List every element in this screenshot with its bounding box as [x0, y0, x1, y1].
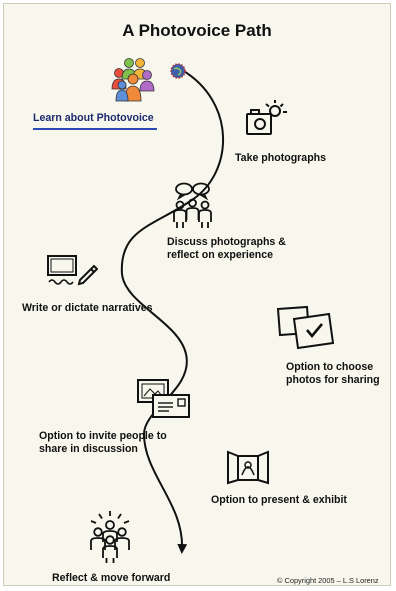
winding-path: [120, 69, 224, 554]
copyright-notice: © Copyright 2005 – L.S Lorenz: [277, 576, 379, 585]
globe-icon: [170, 63, 186, 79]
step-label-line: share in discussion: [39, 443, 138, 455]
exhibit-panels-icon: [227, 450, 269, 485]
reflecting-group-icon: [90, 511, 130, 563]
photo-selection-icon: [276, 305, 335, 349]
step-label-learn: Learn about Photovoice: [33, 112, 154, 125]
writing-tablet-icon: [47, 255, 98, 286]
step-label-line: Discuss photographs &: [167, 236, 286, 248]
step-label-line: Option to present & exhibit: [211, 494, 347, 506]
step-label-discuss: Discuss photographs & reflect on experie…: [167, 236, 286, 262]
step-label-write: Write or dictate narratives: [22, 302, 153, 315]
step-label-take: Take photographs: [235, 152, 326, 165]
step-label-line: Option to choose: [286, 361, 374, 373]
step-label-reflect: Reflect & move forward: [52, 572, 170, 585]
step-label-line: reflect on experience: [167, 249, 273, 261]
group-people-icon: [111, 58, 155, 102]
invitation-photos-icon: [137, 379, 190, 418]
step-label-line: photos for sharing: [286, 374, 380, 386]
step-label-invite: Option to invite people to share in disc…: [39, 430, 167, 456]
step-label-line: Learn about Photovoice: [33, 112, 154, 124]
step-label-line: Write or dictate narratives: [22, 302, 153, 314]
step-label-line: Take photographs: [235, 152, 327, 164]
diagram-title: A Photovoice Path: [122, 21, 272, 40]
step-label-present: Option to present & exhibit: [211, 494, 347, 507]
step-label-line: Option to invite people to: [39, 430, 167, 442]
step-label-choose: Option to choose photos for sharing: [286, 361, 380, 387]
discussion-group-icon: [173, 182, 212, 228]
camera-icon: [246, 100, 287, 135]
step-label-line: Reflect & move forward: [52, 572, 171, 584]
diagram-frame: A Photovoice Path Lear: [3, 3, 391, 586]
learn-underline: [33, 128, 157, 130]
